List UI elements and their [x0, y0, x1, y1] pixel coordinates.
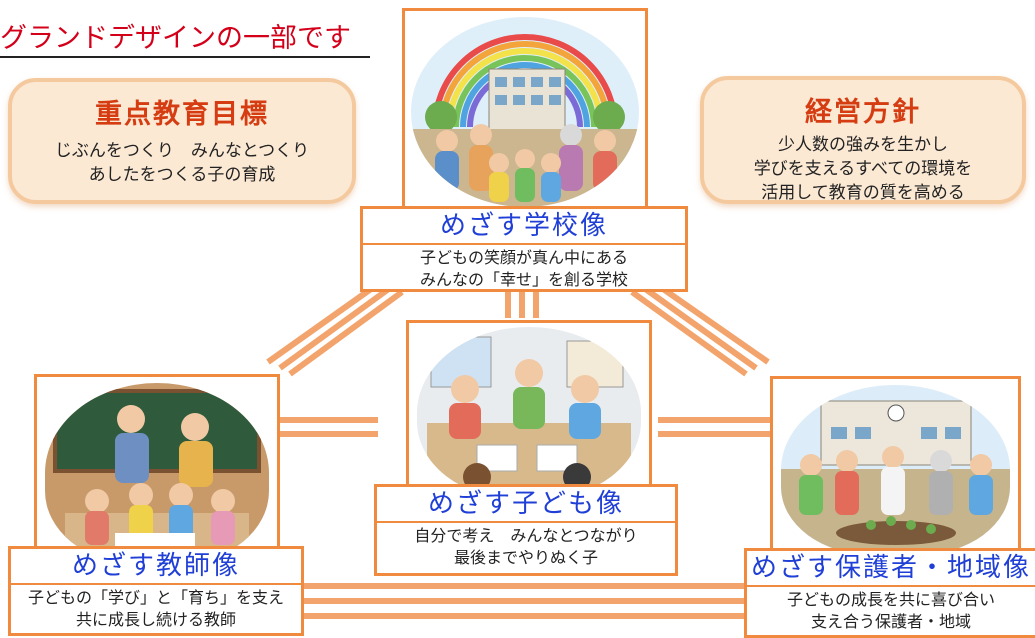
- community-line: 子どもの成長を共に喜び合い: [786, 590, 995, 609]
- community-text: 子どもの成長を共に喜び合い 支え合う保護者・地域: [747, 587, 1035, 633]
- community-illustration: [781, 385, 1010, 555]
- focus-goal-box: 重点教育目標 じぶんをつくり みんなとつくり あしたをつくる子の育成: [8, 78, 356, 204]
- policy-line: 学びを支えるすべての環境を: [753, 159, 973, 179]
- school-title: めざす学校像: [363, 209, 685, 245]
- teacher-title: めざす教師像: [11, 549, 301, 585]
- community-frame: [770, 376, 1021, 562]
- community-title: めざす保護者・地域像: [747, 551, 1035, 587]
- focus-goal-title: 重点教育目標: [95, 99, 269, 130]
- school-frame: [402, 8, 648, 214]
- child-frame: [406, 320, 652, 506]
- teacher-label-box: めざす教師像 子どもの「学び」と「育ち」を支え 共に成長し続ける教師: [8, 546, 304, 636]
- child-line: 自分で考え みんなとつながり: [414, 526, 638, 545]
- child-illustration: [417, 327, 641, 499]
- teacher-illustration: [45, 383, 269, 563]
- teacher-frame: [34, 374, 280, 570]
- teacher-text: 子どもの「学び」と「育ち」を支え 共に成長し続ける教師: [11, 585, 301, 631]
- policy-title: 経営方針: [805, 97, 921, 128]
- community-line: 支え合う保護者・地域: [810, 612, 971, 631]
- focus-goal-line: あしたをつくる子の育成: [88, 165, 276, 185]
- child-text: 自分で考え みんなとつながり 最後までやりぬく子: [377, 523, 675, 569]
- school-label-box: めざす学校像 子どもの笑顔が真ん中にある みんなの「幸せ」を創る学校: [360, 206, 688, 292]
- heading-underline: [0, 56, 370, 58]
- policy-line: 少人数の強みを生かし: [778, 135, 948, 155]
- school-text: 子どもの笑顔が真ん中にある みんなの「幸せ」を創る学校: [363, 245, 685, 291]
- school-line: みんなの「幸せ」を創る学校: [419, 270, 628, 289]
- policy-line: 活用して教育の質を高める: [761, 183, 965, 203]
- child-title: めざす子ども像: [377, 487, 675, 523]
- page-heading: グランドデザインの一部です: [0, 23, 351, 54]
- policy-text: 少人数の強みを生かし 学びを支えるすべての環境を 活用して教育の質を高める: [704, 133, 1022, 205]
- focus-goal-text: じぶんをつくり みんなとつくり あしたをつくる子の育成: [12, 139, 352, 187]
- teacher-line: 子どもの「学び」と「育ち」を支え: [27, 588, 284, 607]
- focus-goal-line: じぶんをつくり みんなとつくり: [54, 141, 310, 161]
- school-line: 子どもの笑顔が真ん中にある: [419, 248, 628, 267]
- community-label-box: めざす保護者・地域像 子どもの成長を共に喜び合い 支え合う保護者・地域: [744, 548, 1035, 638]
- child-label-box: めざす子ども像 自分で考え みんなとつながり 最後までやりぬく子: [374, 484, 678, 576]
- teacher-line: 共に成長し続ける教師: [75, 610, 236, 629]
- policy-box: 経営方針 少人数の強みを生かし 学びを支えるすべての環境を 活用して教育の質を高…: [700, 76, 1026, 204]
- school-illustration: [411, 17, 639, 207]
- child-line: 最後までやりぬく子: [453, 548, 598, 567]
